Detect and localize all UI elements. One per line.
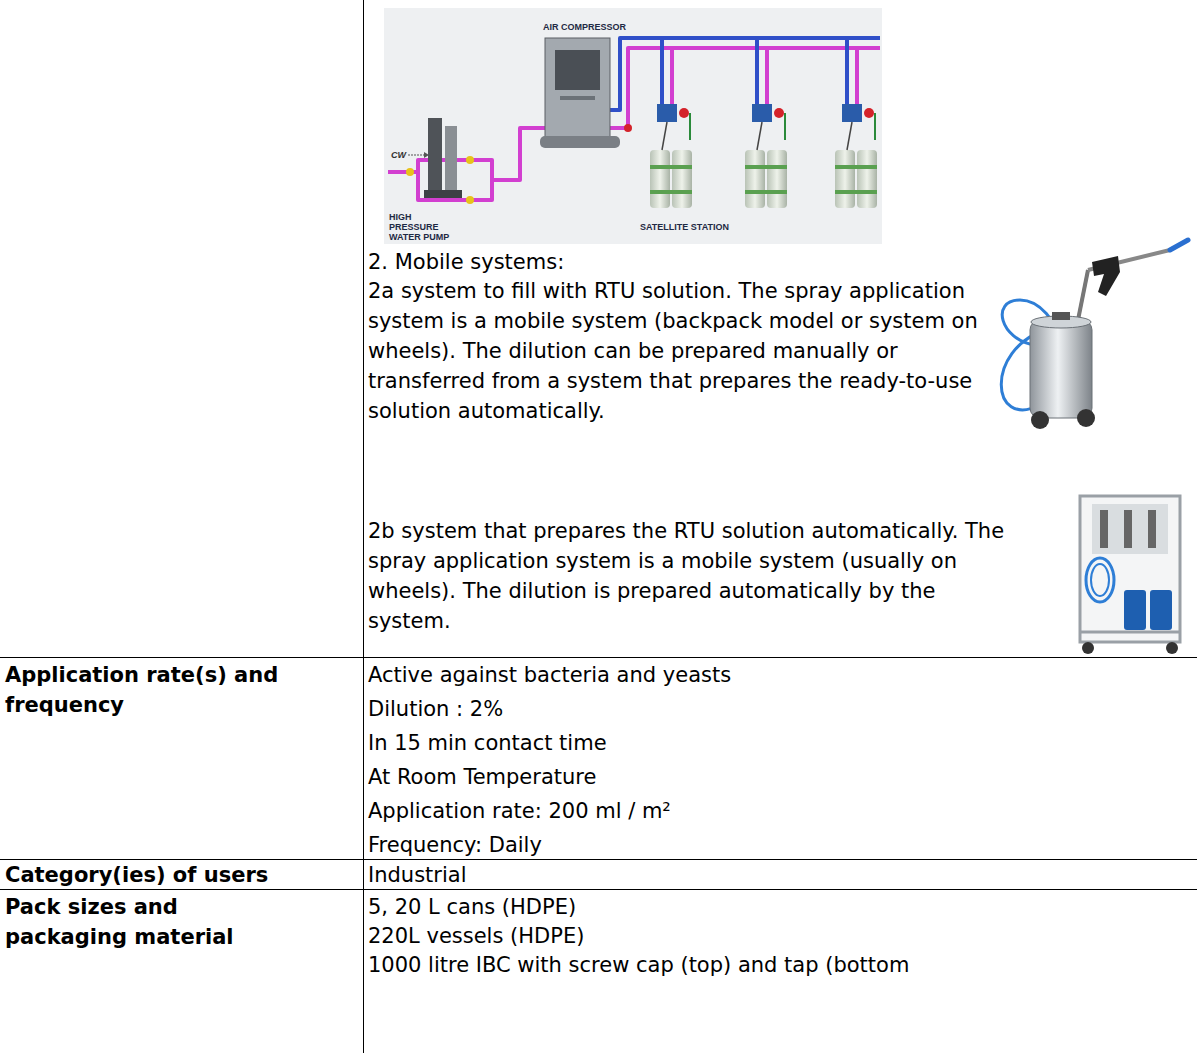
cell-text: In 15 min contact time: [368, 728, 607, 758]
satellite-units: [650, 104, 877, 208]
picture-label: HIGH PRESSURE WATER PUMP: [389, 212, 461, 242]
cell-text: Active against bacteria and yeasts: [368, 660, 731, 690]
cell-text: Frequency: Daily: [368, 830, 542, 860]
central-system-illustration: [384, 8, 882, 244]
cell-text: Application rate: 200 ml / m²: [368, 796, 671, 826]
cell-text: 5, 20 L cans (HDPE): [368, 892, 576, 922]
cell-text: At Room Temperature: [368, 762, 596, 792]
row-heading: Application rate(s) and frequency: [5, 660, 357, 720]
cell-text: 1000 litre IBC with screw cap (top) and …: [368, 950, 909, 980]
cell-text: Dilution : 2%: [368, 694, 503, 724]
cell-paragraph: 2b system that prepares the RTU solution…: [368, 516, 1008, 636]
row-heading: Category(ies) of users: [5, 860, 268, 890]
picture-label: SATELLITE STATION: [640, 222, 729, 232]
mobile-sprayer-picture: [1001, 240, 1188, 429]
cell-paragraph: 2a system to fill with RTU solution. The…: [368, 276, 1000, 426]
dosing-cart-picture: [1080, 496, 1180, 654]
picture-label: CW: [391, 150, 406, 160]
row-heading: Pack sizes and packaging material: [5, 892, 305, 952]
cell-text: Industrial: [368, 860, 467, 890]
picture-label: AIR COMPRESSOR: [543, 22, 626, 32]
cell-text: 220L vessels (HDPE): [368, 921, 584, 951]
cell-text: 2. Mobile systems:: [368, 247, 564, 277]
